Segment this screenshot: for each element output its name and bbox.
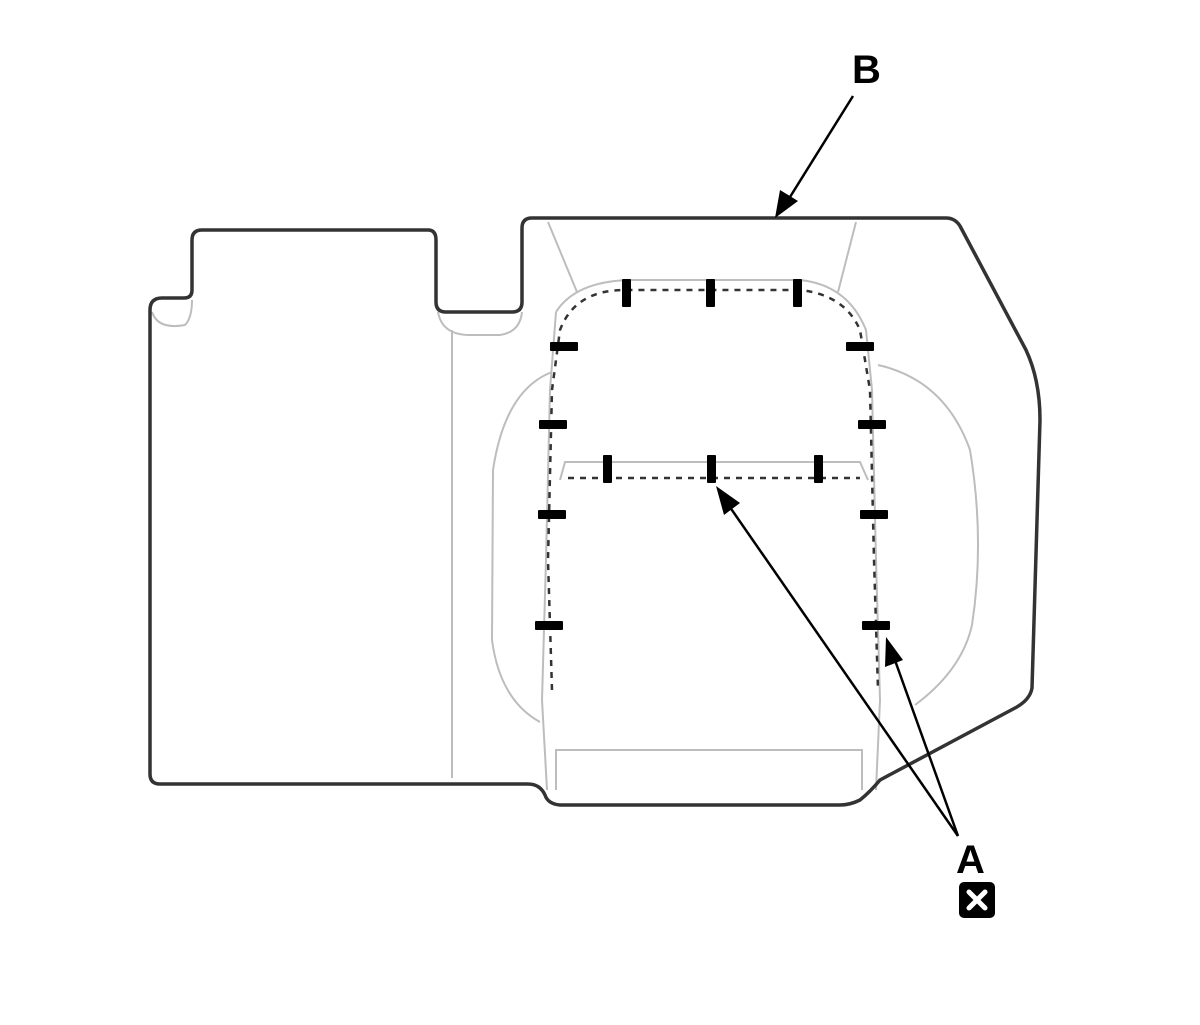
clip-mid-3 [814,455,823,483]
clip-left-1 [550,342,578,351]
clip-right-3 [860,510,888,519]
clip-attachment-lines [546,288,880,691]
clip-top-2 [706,279,715,307]
clip-right-2 [858,420,886,429]
clip-left-2 [539,420,567,429]
clip-right-4 [862,621,890,630]
arrowhead-a-mid [716,486,740,515]
callout-label-b: B [852,48,881,92]
pad-inner-contours [151,221,979,791]
clip-mid-2 [707,455,716,483]
arrowheads [716,190,903,667]
clips [535,279,890,630]
callout-label-a: A [956,838,985,882]
clip-left-3 [538,510,566,519]
leader-lines [723,95,960,837]
pad-outline [148,216,1042,807]
x-in-square-icon [959,882,995,918]
arrowhead-b [775,190,798,218]
clip-right-1 [846,342,874,351]
clip-mid-1 [603,455,612,483]
clip-left-4 [535,621,563,630]
clip-top-1 [622,279,631,307]
arrowhead-a-right [885,637,903,667]
clip-top-3 [793,279,802,307]
